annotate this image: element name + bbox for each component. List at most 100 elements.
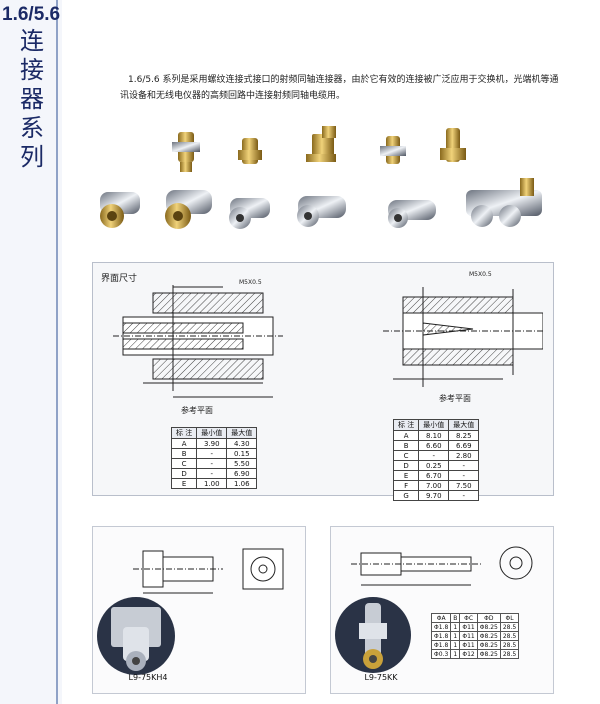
connector-photo-3 [306, 126, 336, 162]
table-cell: 5.50 [226, 458, 258, 469]
interface-title: 界面尺寸 [101, 274, 138, 284]
table-cell: Φ1.8 [430, 640, 452, 650]
table-header-cell: 最大值 [226, 427, 258, 439]
table-header-cell: ΦD [476, 613, 501, 623]
series-title: 连接器系列 [20, 27, 44, 171]
interface-drawing-left [113, 285, 283, 398]
table-header-cell: ΦC [459, 613, 478, 623]
intro-paragraph: 1.6/5.6 系列是采用螺纹连接式接口的射频同轴连接器，由於它有效的连接被广泛… [120, 75, 559, 101]
table-cell: 2.80 [448, 450, 480, 461]
table-cell: E [392, 470, 420, 481]
kh4-photo [97, 597, 175, 675]
connector-photo-7 [165, 190, 212, 229]
table-cell: - [448, 490, 480, 501]
table-cell: 4.30 [226, 438, 258, 449]
table-cell: 8.10 [418, 430, 450, 441]
table-cell: Φ11 [459, 622, 478, 632]
table-cell: Φ8.25 [476, 649, 501, 659]
table-cell: 28.5 [499, 622, 520, 632]
sidebar [0, 0, 62, 704]
table-cell: 1.00 [196, 478, 228, 489]
connector-photo-6 [100, 192, 140, 228]
connector-photo-5 [440, 128, 466, 162]
series-number: 1.6/5.6 [2, 4, 61, 25]
kk-drawing [351, 546, 533, 586]
product-photos [100, 126, 542, 229]
table-cell: 28.5 [499, 631, 520, 641]
kh4-model-label: L9-75KH4 [128, 673, 168, 682]
connector-photo-9 [297, 196, 346, 227]
table-cell: - [418, 450, 450, 461]
table-header-cell: 标 注 [170, 427, 198, 439]
table-cell: B [170, 448, 198, 459]
interface-panel: 界面尺寸 M5X0.5 参考平面 M [92, 262, 554, 501]
table-cell: 0.25 [418, 460, 450, 471]
table-cell: 0.15 [226, 448, 258, 459]
table-cell: 6.60 [418, 440, 450, 451]
table-cell: - [196, 448, 228, 459]
table-cell: 7.50 [448, 480, 480, 491]
table-row: C-5.50 [170, 458, 258, 469]
table-cell: Φ11 [459, 640, 478, 650]
kh4-drawing [133, 548, 284, 594]
table-cell: C [392, 450, 420, 461]
table-cell: 1 [450, 622, 461, 632]
table-cell: 1 [450, 631, 461, 641]
connector-photo-2 [238, 138, 262, 164]
table-cell: Φ1.8 [430, 631, 452, 641]
reference-plane-right: 参考平面 [439, 394, 471, 403]
table-cell: F [392, 480, 420, 491]
table-cell: Φ8.25 [476, 622, 501, 632]
connector-photo-10 [388, 200, 436, 228]
table-cell: - [196, 458, 228, 469]
connector-photo-8 [229, 198, 270, 229]
table-cell: - [448, 460, 480, 471]
table-cell: 28.5 [499, 649, 520, 659]
table-cell: 28.5 [499, 640, 520, 650]
table-cell: Φ0.3 [430, 649, 452, 659]
table-cell: 6.90 [226, 468, 258, 479]
table-cell: Φ8.25 [476, 631, 501, 641]
table-header-cell: 最大值 [448, 419, 480, 431]
table-cell: E [170, 478, 198, 489]
table-cell: Φ1.8 [430, 622, 452, 632]
table-cell: G [392, 490, 420, 501]
table-row: D-6.90 [170, 468, 258, 479]
connector-photo-11 [466, 178, 542, 227]
table-header-cell: ΦA [430, 613, 452, 623]
table-cell: C [170, 458, 198, 469]
table-cell: 1 [450, 649, 461, 659]
product-panel-kh4: L9-75KH4 [92, 526, 306, 694]
table-cell: 1 [450, 640, 461, 650]
connector-photo-1 [172, 132, 200, 172]
table-header-cell: 最小值 [196, 427, 228, 439]
table-header-cell: 最小值 [418, 419, 450, 431]
table-header-row: 标 注 最小值 最大值 [392, 419, 480, 431]
table-cell: 1.06 [226, 478, 258, 489]
table-cell: - [196, 468, 228, 479]
kk-photo [335, 597, 411, 673]
connector-photo-4 [380, 136, 406, 164]
table-row: B-0.15 [170, 448, 258, 459]
table-cell: Φ12 [459, 649, 478, 659]
table-cell: B [392, 440, 420, 451]
sidebar-rule [56, 0, 58, 704]
thread-label-right: M5X0.5 [469, 271, 492, 278]
table-header-cell: ΦL [499, 613, 520, 623]
table-cell: D [170, 468, 198, 479]
interface-drawing-right [383, 287, 543, 387]
table-cell: 6.69 [448, 440, 480, 451]
table-cell: 7.00 [418, 480, 450, 491]
table-header-row: ΦA B ΦC ΦD ΦL [430, 613, 520, 623]
